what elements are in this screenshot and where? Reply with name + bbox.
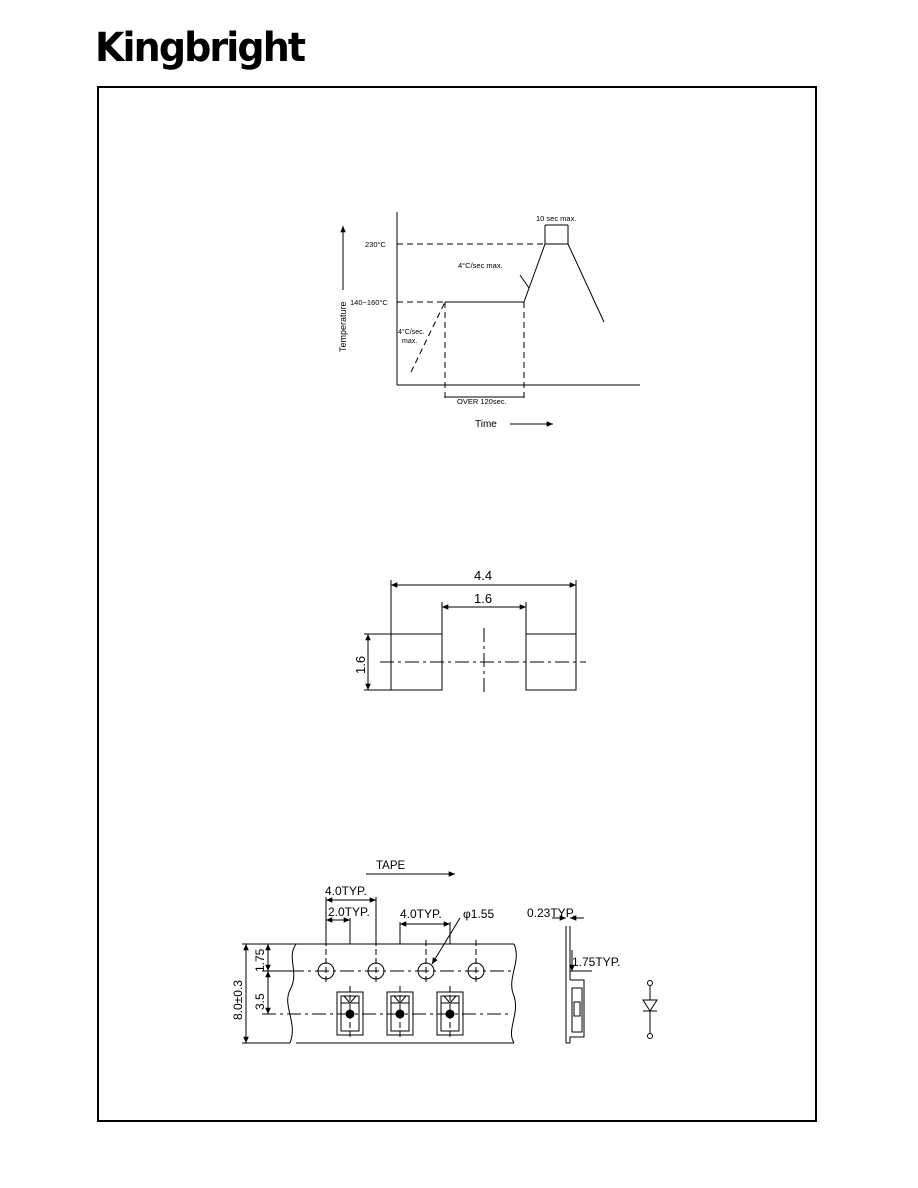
gap-width-label: 1.6	[474, 591, 492, 606]
tape-left-break	[287, 943, 297, 1044]
pad-layout-diagram	[364, 580, 586, 696]
sprocket-pitch-label: 4.0TYP.	[325, 884, 367, 898]
ramp-leader-line	[519, 274, 530, 289]
tape-cross-section	[565, 926, 585, 1044]
profile-curve	[445, 243, 605, 323]
temperature-axis-label: Temperature	[338, 301, 348, 352]
preheat-ramp-label-1: 4°C/sec.	[398, 328, 425, 336]
diode-symbol	[642, 980, 658, 1039]
reflow-profile-diagram	[340, 212, 640, 427]
pad-height-label: 1.6	[353, 656, 368, 674]
ramp-up-label: 4°C/sec max.	[458, 261, 503, 270]
tape-width-label: 8.0±0.3	[231, 980, 245, 1020]
preheat-temp-label: 140~160°C	[350, 298, 388, 307]
tape-diagram	[242, 871, 658, 1044]
half-pitch-label: 2.0TYP.	[328, 905, 370, 919]
overall-width-label: 4.4	[474, 568, 492, 583]
preheat-time-label: OVER 120sec.	[457, 397, 507, 406]
preheat-ramp-line	[410, 301, 446, 373]
edge-to-hole-label: 1.75	[253, 948, 267, 972]
time-axis-label: Time	[475, 419, 497, 430]
preheat-ramp-label-2: max.	[402, 338, 417, 345]
tape-title: TAPE	[376, 860, 406, 872]
tape-right-break	[510, 943, 517, 1044]
thickness-label: 0.23TYP.	[527, 906, 575, 920]
hole-leader	[431, 917, 461, 965]
page-frame	[97, 86, 817, 1122]
kingbright-logo: Kingbright	[95, 25, 306, 71]
hole-to-pocket-label: 3.5	[253, 993, 267, 1010]
hole-diameter-label: φ1.55	[463, 907, 494, 921]
pocket-pitch-label: 4.0TYP.	[400, 907, 442, 921]
peak-time-label: 10 sec max.	[536, 214, 576, 223]
pocket-depth-label: 1.75TYP.	[572, 955, 620, 969]
peak-temp-label: 230°C	[365, 240, 387, 249]
